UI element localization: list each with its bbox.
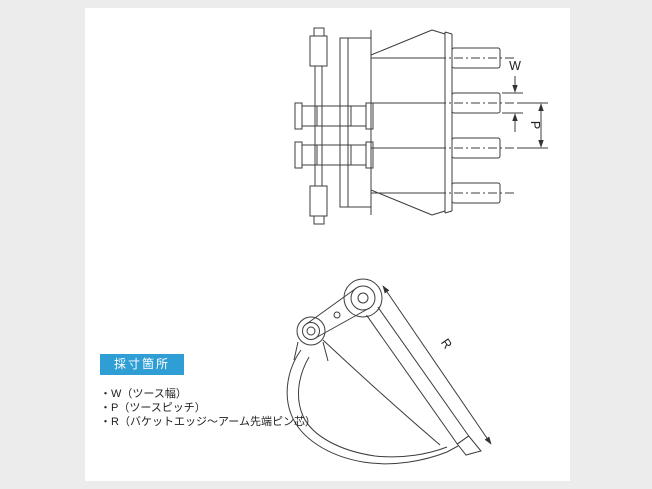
bucket-measurement-diagram: W P bbox=[286, 27, 548, 465]
dimension-p: P bbox=[517, 102, 548, 149]
hinge-boss-upper bbox=[294, 102, 374, 130]
dimension-w: W bbox=[502, 59, 523, 132]
arm-tip-pin-boss bbox=[343, 278, 383, 318]
diagram-panel: W P bbox=[85, 8, 570, 481]
legend: 採寸箇所 ・W（ツース幅） ・P（ツースピッチ） ・R（バケットエッジ～アーム先… bbox=[100, 354, 400, 429]
legend-badge: 採寸箇所 bbox=[100, 354, 185, 375]
legend-item-r: ・R（バケットエッジ～アーム先端ピン芯） bbox=[100, 416, 316, 428]
dimension-label-p: P bbox=[528, 121, 542, 129]
link-pin-boss bbox=[296, 316, 326, 346]
hinge-boss-lower bbox=[294, 141, 374, 169]
legend-items: ・W（ツース幅） ・P（ツースピッチ） ・R（バケットエッジ～アーム先端ピン芯） bbox=[100, 387, 400, 429]
dimension-label-w: W bbox=[509, 59, 521, 73]
link-plates bbox=[306, 287, 370, 339]
legend-item-w: ・W（ツース幅） bbox=[100, 388, 187, 400]
top-view-diagram: W P bbox=[294, 27, 548, 225]
legend-item-p: ・P（ツースピッチ） bbox=[100, 402, 206, 414]
dimension-label-r: R bbox=[438, 336, 455, 351]
bucket-teeth bbox=[437, 47, 515, 204]
bucket-body-top-view bbox=[339, 29, 453, 216]
